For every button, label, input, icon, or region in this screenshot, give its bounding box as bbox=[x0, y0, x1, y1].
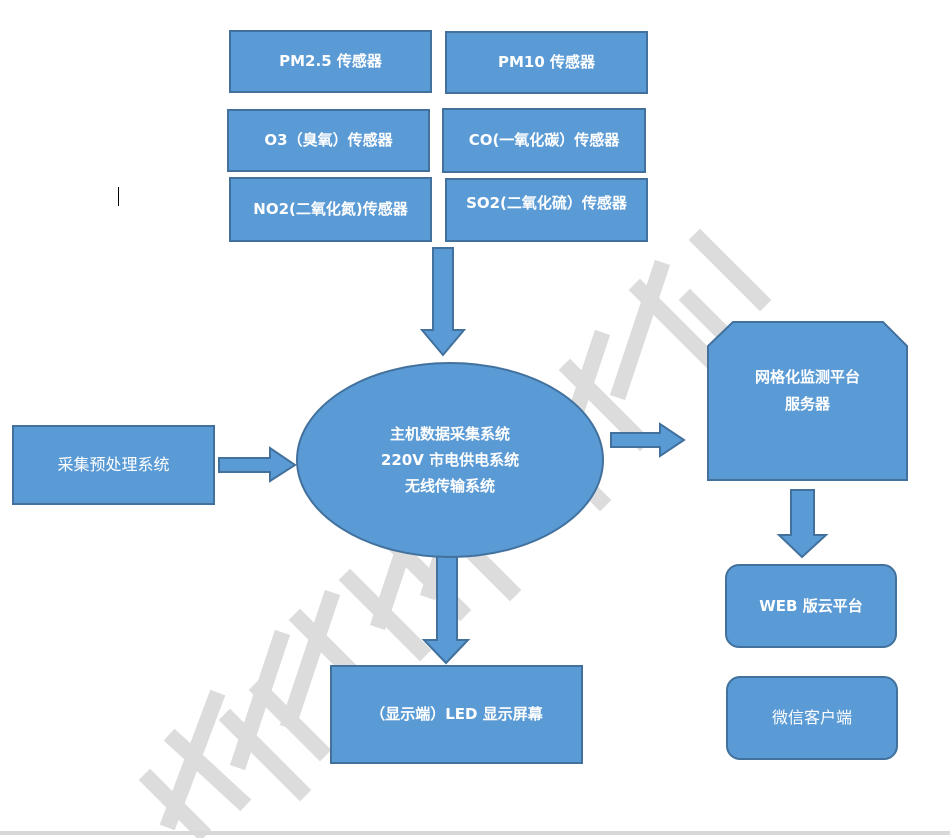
sensor-pm10: PM10 传感器 bbox=[445, 31, 648, 94]
host-line: 主机数据采集系统 bbox=[389, 424, 510, 443]
arrow-preprocess-to-host bbox=[218, 446, 297, 483]
sensor-o3: O3（臭氧）传感器 bbox=[227, 109, 430, 172]
led-display-box: （显示端）LED 显示屏幕 bbox=[330, 665, 583, 764]
arrow-host-to-led bbox=[421, 554, 471, 665]
host-text: 主机数据采集系统 220V 市电供电系统 无线传输系统 bbox=[297, 363, 603, 557]
arrow-host-to-server bbox=[610, 422, 686, 458]
sensor-so2: SO2(二氧化硫）传感器 bbox=[445, 178, 648, 242]
sensor-co: CO(一氧化碳）传感器 bbox=[442, 108, 646, 173]
server-shape bbox=[707, 321, 908, 481]
server-line: 网格化监测平台 bbox=[754, 368, 860, 386]
preprocess-box: 采集预处理系统 bbox=[12, 425, 215, 505]
server-text: 网格化监测平台 服务器 bbox=[708, 322, 907, 480]
arrow-server-to-web bbox=[776, 489, 829, 559]
sensor-no2: NO2(二氧化氮)传感器 bbox=[229, 177, 432, 242]
bottom-divider bbox=[0, 831, 950, 835]
text-cursor bbox=[118, 187, 119, 206]
host-ellipse bbox=[296, 362, 604, 558]
arrow-sensors-to-host bbox=[419, 247, 467, 357]
host-line: 220V 市电供电系统 bbox=[380, 450, 520, 469]
host-line: 无线传输系统 bbox=[404, 477, 495, 496]
sensor-pm25: PM2.5 传感器 bbox=[229, 30, 432, 93]
wechat-client-box: 微信客户端 bbox=[726, 676, 898, 760]
web-platform-box: WEB 版云平台 bbox=[725, 564, 897, 648]
server-line: 服务器 bbox=[784, 395, 830, 413]
